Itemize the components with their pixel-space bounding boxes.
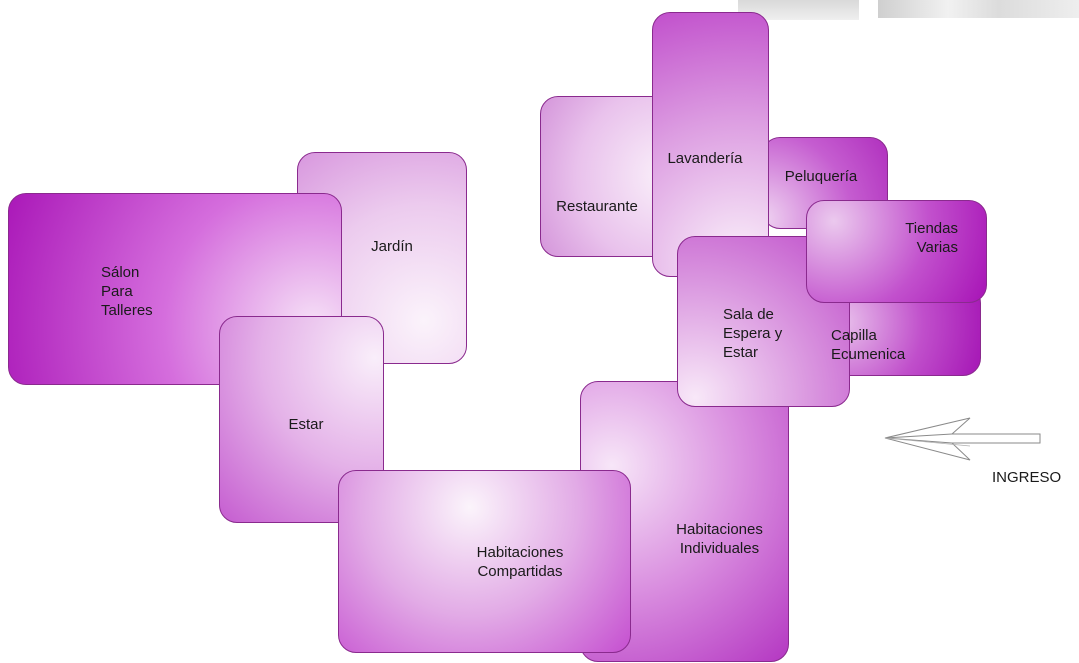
- label-salon-para-talleres: Sálon Para Talleres: [101, 264, 153, 319]
- label-sala-de-espera: Sala de Espera y Estar: [723, 306, 783, 361]
- label-lavanderia: Lavandería: [667, 150, 743, 167]
- room-tiendas-varias: [806, 200, 987, 303]
- label-peluqueria: Peluquería: [784, 168, 858, 185]
- label-jardin: Jardín: [371, 238, 413, 255]
- label-capilla-ecumenica: Capilla Ecumenica: [831, 327, 906, 363]
- label-restaurante: Restaurante: [556, 198, 638, 215]
- room-lavanderia: [652, 12, 769, 277]
- label-estar: Estar: [288, 416, 324, 433]
- corner-scrap-2: [878, 0, 1079, 18]
- room-habitaciones-compartidas: [338, 470, 631, 653]
- entrance-arrow-icon: [884, 417, 1041, 461]
- label-habitaciones-individuales: Habitaciones Individuales: [676, 521, 763, 557]
- label-ingreso: INGRESO: [992, 469, 1062, 486]
- label-habitaciones-compartidas: Habitaciones Compartidas: [476, 544, 564, 580]
- corner-scrap: [738, 0, 859, 20]
- label-tiendas-varias: Tiendas Varias: [905, 220, 958, 256]
